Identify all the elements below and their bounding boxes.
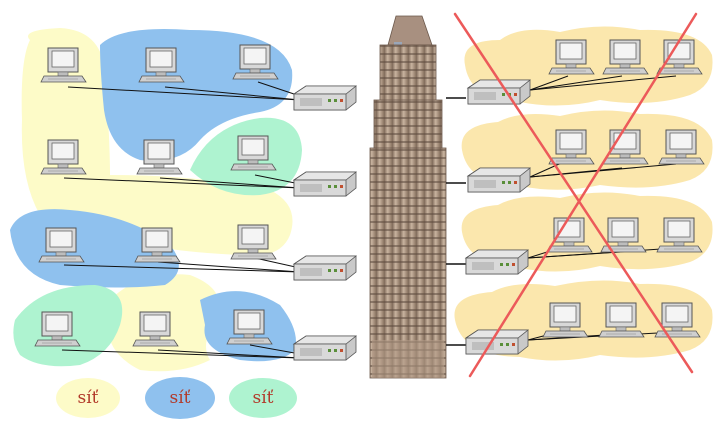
- legend-label-green: síť: [238, 388, 288, 408]
- network-switch-icon: [294, 86, 356, 110]
- network-switch-icon: [294, 336, 356, 360]
- network-switch-icon: [468, 168, 530, 192]
- network-switch-icon: [294, 256, 356, 280]
- skyscraper-icon: [370, 16, 446, 378]
- network-switch-icon: [466, 250, 528, 274]
- left-switches: [294, 86, 356, 360]
- network-switch-icon: [468, 80, 530, 104]
- legend-label-yellow: síť: [63, 388, 113, 408]
- legend-label-blue: síť: [155, 388, 205, 408]
- network-switch-icon: [294, 172, 356, 196]
